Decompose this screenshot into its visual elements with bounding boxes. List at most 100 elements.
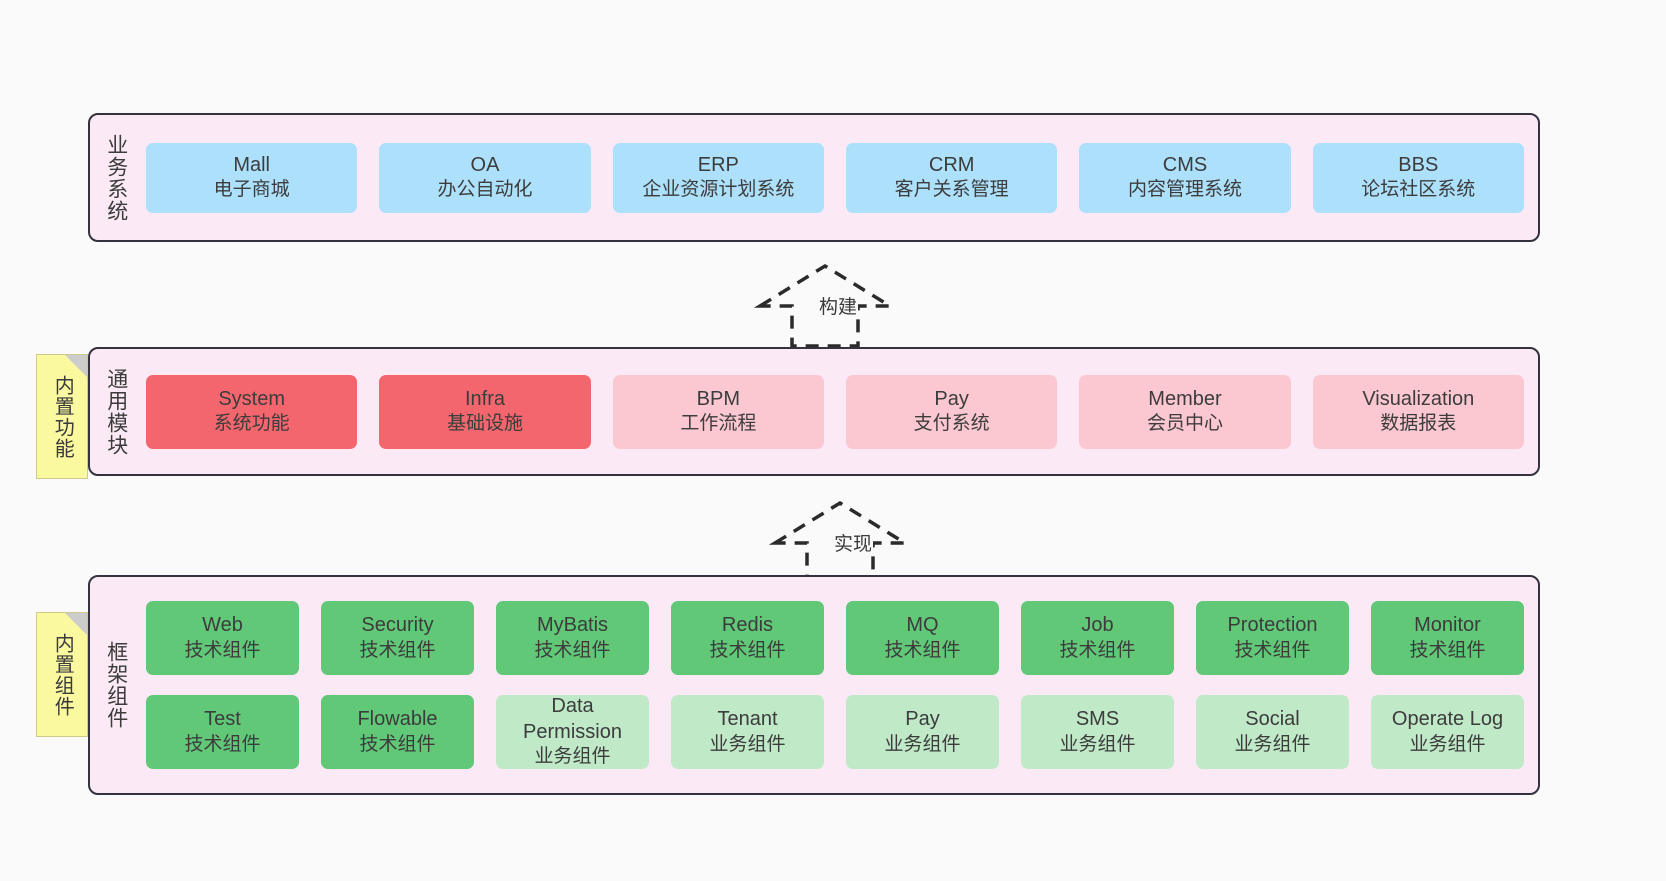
card-title: MQ [906, 614, 939, 637]
card-subtitle: 技术组件 [884, 639, 961, 661]
card-subtitle: 业务组件 [1234, 733, 1311, 755]
layer-framework-components: 框架组件 Web 技术组件 Security 技术组件 MyBatis 技术组件… [88, 575, 1540, 795]
card-pay-module[interactable]: Pay 支付系统 [845, 374, 1058, 449]
card-title: Operate Log [1391, 708, 1504, 731]
arrow-build: 构建 [750, 258, 910, 350]
card-title: CRM [928, 153, 975, 176]
card-protection[interactable]: Protection 技术组件 [1196, 601, 1349, 675]
card-subtitle: 办公自动化 [437, 179, 533, 201]
card-subtitle: 企业资源计划系统 [642, 179, 795, 201]
card-subtitle: 技术组件 [1234, 639, 1311, 661]
card-subtitle: 业务组件 [1059, 733, 1136, 755]
card-subtitle: 客户关系管理 [894, 179, 1009, 201]
card-subtitle: 技术组件 [709, 639, 786, 661]
card-subtitle: 技术组件 [359, 639, 436, 661]
card-sms[interactable]: SMS 业务组件 [1021, 695, 1174, 769]
card-tenant[interactable]: Tenant 业务组件 [671, 695, 824, 769]
card-redis[interactable]: Redis 技术组件 [671, 601, 824, 675]
card-subtitle: 技术组件 [359, 733, 436, 755]
layer-common-modules-title: 通用模块 [104, 367, 128, 456]
card-title: ERP [697, 153, 739, 176]
sticky-note-builtin-component: 内置组件 [36, 612, 88, 737]
card-subtitle: 业务组件 [534, 746, 611, 768]
card-title: BPM [696, 387, 740, 410]
card-operate-log[interactable]: Operate Log 业务组件 [1371, 695, 1524, 769]
card-title: BBS [1398, 153, 1439, 176]
card-title: MyBatis [536, 614, 609, 637]
card-subtitle: 技术组件 [1409, 639, 1486, 661]
card-bpm[interactable]: BPM 工作流程 [612, 374, 824, 449]
card-title: Pay [934, 387, 969, 410]
card-title: Web [202, 614, 243, 637]
card-subtitle: 数据报表 [1380, 413, 1457, 435]
card-job[interactable]: Job 技术组件 [1021, 601, 1174, 675]
arrow-implement: 实现 [765, 495, 925, 587]
card-subtitle: 技术组件 [1059, 639, 1136, 661]
layer-framework-components-title: 框架组件 [104, 641, 128, 729]
card-title: Tenant [717, 708, 778, 731]
arrow-build-shape [753, 263, 897, 348]
card-test[interactable]: Test 技术组件 [146, 695, 299, 769]
card-subtitle: 工作流程 [680, 413, 757, 435]
layer-common-modules-body: System 系统功能 Infra 基础设施 BPM 工作流程 Pay 支付系统… [142, 349, 1538, 474]
card-title: Visualization [1362, 387, 1475, 410]
layer-business-systems-title: 业务系统 [104, 133, 128, 222]
card-security[interactable]: Security 技术组件 [321, 601, 474, 675]
card-erp[interactable]: ERP 企业资源计划系统 [612, 142, 824, 213]
card-oa[interactable]: OA 办公自动化 [379, 142, 591, 213]
card-subtitle: 内容管理系统 [1127, 179, 1242, 201]
card-subtitle: 系统功能 [213, 413, 290, 435]
card-cms[interactable]: CMS 内容管理系统 [1079, 142, 1291, 213]
card-title: Security [361, 614, 434, 637]
card-title: OA [470, 153, 500, 176]
card-subtitle: 技术组件 [184, 733, 261, 755]
card-flowable[interactable]: Flowable 技术组件 [321, 695, 474, 769]
arrow-implement-label: 实现 [833, 529, 874, 556]
card-title: Mall [233, 153, 270, 176]
card-subtitle: 电子商城 [213, 179, 290, 201]
card-mq[interactable]: MQ 技术组件 [846, 601, 999, 675]
card-infra[interactable]: Infra 基础设施 [379, 374, 591, 449]
card-title: Data Permission [523, 695, 622, 743]
card-monitor[interactable]: Monitor 技术组件 [1371, 601, 1524, 675]
layer-framework-components-body: Web 技术组件 Security 技术组件 MyBatis 技术组件 Redi… [142, 577, 1538, 793]
card-mybatis[interactable]: MyBatis 技术组件 [496, 601, 649, 675]
layer-common-modules: 通用模块 System 系统功能 Infra 基础设施 BPM 工作流程 Pay… [88, 347, 1540, 476]
card-bbs[interactable]: BBS 论坛社区系统 [1312, 142, 1524, 213]
arrow-build-label: 构建 [818, 292, 859, 319]
card-title: CMS [1162, 153, 1208, 176]
card-crm[interactable]: CRM 客户关系管理 [845, 142, 1058, 213]
sticky-note-label: 内置功能 [51, 374, 74, 459]
card-title: Flowable [357, 708, 438, 731]
card-data-permission[interactable]: Data Permission 业务组件 [496, 695, 649, 769]
card-subtitle: 基础设施 [446, 413, 523, 435]
card-subtitle: 会员中心 [1146, 413, 1223, 435]
sticky-note-builtin-function: 内置功能 [36, 354, 88, 479]
card-title: Infra [464, 387, 505, 410]
card-title: Redis [721, 614, 774, 637]
common-modules-row: System 系统功能 Infra 基础设施 BPM 工作流程 Pay 支付系统… [146, 374, 1524, 449]
card-subtitle: 技术组件 [184, 639, 261, 661]
card-subtitle: 论坛社区系统 [1361, 179, 1476, 201]
card-title: Job [1081, 614, 1114, 637]
card-visualization[interactable]: Visualization 数据报表 [1312, 374, 1524, 449]
card-title: Protection [1227, 614, 1318, 637]
layer-business-systems-body: Mall 电子商城 OA 办公自动化 ERP 企业资源计划系统 CRM 客户关系… [142, 115, 1538, 240]
sticky-note-label: 内置组件 [51, 632, 74, 717]
framework-components-row-1: Web 技术组件 Security 技术组件 MyBatis 技术组件 Redi… [146, 601, 1524, 675]
card-web[interactable]: Web 技术组件 [146, 601, 299, 675]
card-pay-component[interactable]: Pay 业务组件 [846, 695, 999, 769]
card-title: System [218, 387, 285, 410]
card-subtitle: 业务组件 [1409, 733, 1486, 755]
card-member[interactable]: Member 会员中心 [1079, 374, 1291, 449]
card-subtitle: 技术组件 [534, 639, 611, 661]
card-mall[interactable]: Mall 电子商城 [146, 142, 358, 213]
arrow-implement-shape [768, 500, 912, 585]
card-title: Social [1245, 708, 1300, 731]
card-system[interactable]: System 系统功能 [146, 374, 358, 449]
card-social[interactable]: Social 业务组件 [1196, 695, 1349, 769]
card-title: Member [1148, 387, 1222, 410]
card-title: SMS [1075, 708, 1120, 731]
card-subtitle: 业务组件 [884, 733, 961, 755]
